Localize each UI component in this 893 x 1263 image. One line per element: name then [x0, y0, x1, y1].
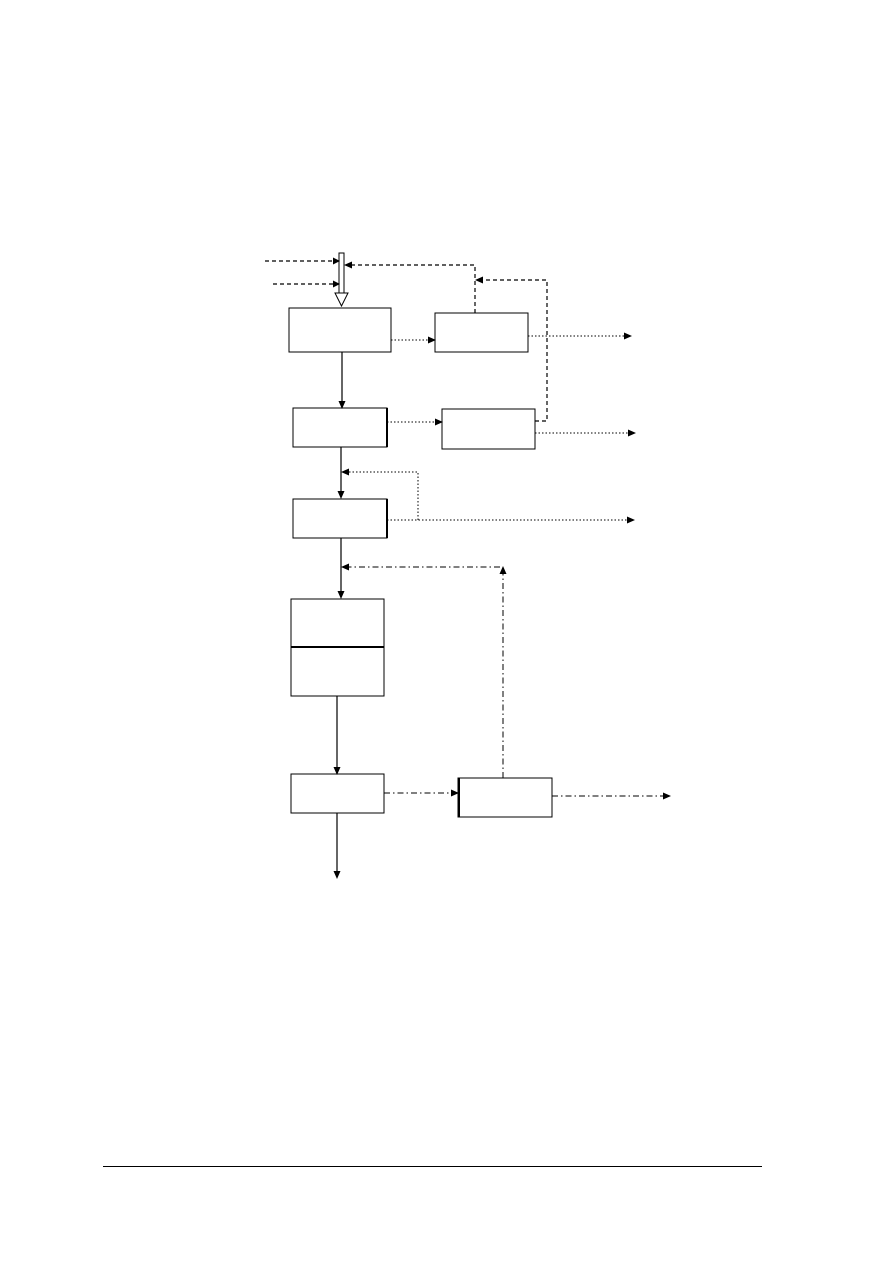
- main-flow-3-to-4: [337, 538, 345, 599]
- feed-line-1: [265, 257, 340, 265]
- side-stream-2-to-unit-2: [387, 418, 443, 426]
- feed-line-2: [273, 280, 340, 288]
- process-box-1: [288, 307, 392, 353]
- process-box-3: [292, 498, 388, 539]
- side-unit-box-2: [441, 408, 536, 450]
- side-stream-1-to-unit-1: [391, 336, 436, 344]
- side-unit-box-1: [434, 312, 529, 353]
- side-stream-3-recycle: [341, 468, 419, 520]
- main-flow-1-to-2: [338, 352, 346, 409]
- process-box-2: [292, 407, 388, 448]
- return-stream-unit-3-up: [499, 566, 507, 778]
- side-stream-3-out: [387, 516, 635, 524]
- process-box-4-upper: [290, 598, 385, 648]
- main-flow-outlet: [333, 813, 341, 879]
- return-stream-5-to-unit-3: [384, 789, 459, 797]
- recycle-unit-2-to-unit-1: [475, 276, 548, 422]
- side-stream-unit-1-out: [528, 332, 632, 340]
- main-flow-2-to-3: [337, 447, 345, 499]
- recycle-unit-1-to-feed: [344, 261, 476, 313]
- process-box-4-lower: [290, 646, 385, 697]
- side-unit-box-3: [457, 777, 553, 818]
- process-box-5: [290, 773, 385, 814]
- main-flow-4-to-5: [333, 696, 341, 775]
- return-stream-unit-3-out: [552, 792, 671, 800]
- feed-inlet-arrow: [334, 252, 349, 308]
- return-stream-to-main: [341, 563, 500, 571]
- side-stream-unit-2-out: [535, 429, 636, 437]
- footer-rule: [103, 1166, 762, 1167]
